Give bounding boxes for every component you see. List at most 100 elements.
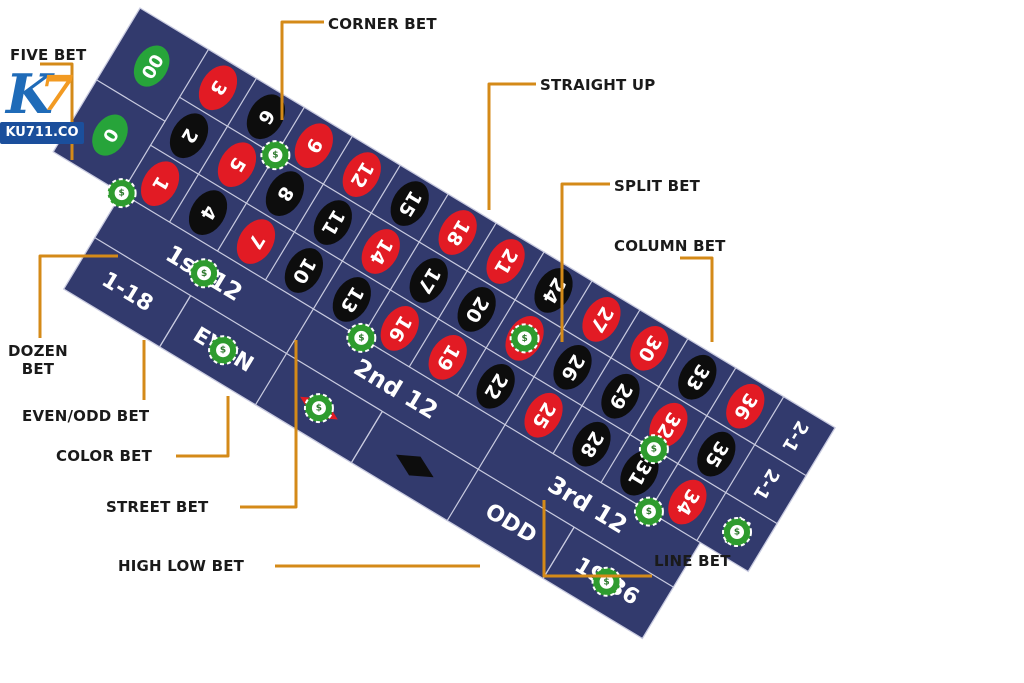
callout-line-bet xyxy=(542,500,652,578)
chip-five-bet-center xyxy=(114,186,129,201)
label-dozen-bet: DOZEN BET xyxy=(8,342,68,378)
number-pocket-15 xyxy=(390,181,429,226)
number-grid-line xyxy=(312,164,401,310)
outside-divider xyxy=(159,295,192,348)
chip-color-bet-center xyxy=(311,401,326,416)
logo-letter-k: K xyxy=(6,62,53,126)
label-dozen-bet-line2: BET xyxy=(21,360,55,378)
number-grid-line xyxy=(264,135,353,281)
zero-pocket-double-zero xyxy=(133,45,170,87)
label-even-odd-bet: EVEN/ODD BET xyxy=(22,407,150,425)
number-grid-line xyxy=(600,338,689,483)
number-grid-line xyxy=(648,367,737,512)
zero-divider xyxy=(121,49,209,194)
chip-street-bet-symbol: $ xyxy=(358,333,364,343)
ku711-logo: K 7 KU711.CO xyxy=(0,62,92,150)
number-pocket-28 xyxy=(572,421,611,467)
chip-split-bet-center xyxy=(646,442,661,457)
number-row-line xyxy=(150,144,778,525)
number-pocket-9 xyxy=(294,123,333,169)
chip-column-bet-symbol: $ xyxy=(734,528,740,538)
number-pocket-12 xyxy=(342,152,381,197)
number-pocket-3 xyxy=(198,65,238,111)
number-pocket-20 xyxy=(457,287,496,332)
dozen-bottom-line xyxy=(94,237,674,588)
number-pocket-30 xyxy=(630,325,669,371)
number-pocket-27 xyxy=(582,297,621,342)
number-pocket-21 xyxy=(486,239,525,284)
chip-corner-bet-center xyxy=(268,148,283,163)
number-pocket-10 xyxy=(284,248,324,293)
number-pocket-6 xyxy=(246,94,286,140)
chip-high-low-bet-symbol: $ xyxy=(603,577,609,587)
number-pocket-18 xyxy=(438,210,477,255)
label-high-low-bet: HIGH LOW BET xyxy=(118,557,245,575)
callout-straight-up xyxy=(487,82,536,210)
label-color-bet: COLOR BET xyxy=(56,447,153,465)
label-line-bet: LINE BET xyxy=(654,552,731,570)
number-pocket-13 xyxy=(332,277,371,322)
label-straight-up: STRAIGHT UP xyxy=(540,76,656,94)
chip-line-bet-center xyxy=(641,504,656,519)
label-column-bet: COLUMN BET xyxy=(614,237,726,255)
number-pocket-26 xyxy=(553,344,592,390)
number-pocket-7 xyxy=(236,219,276,264)
number-pocket-19 xyxy=(428,334,467,380)
chip-column-bet-center xyxy=(730,525,745,540)
callout-dozen-bet xyxy=(38,254,118,338)
chip-street-bet-center xyxy=(354,330,369,345)
chip-even-bet-symbol: $ xyxy=(220,346,226,356)
chip-line-bet-symbol: $ xyxy=(646,507,652,517)
number-pocket-22 xyxy=(476,363,515,409)
number-pocket-4 xyxy=(188,190,228,235)
number-grid-line xyxy=(360,193,449,339)
dozen-top-line xyxy=(121,192,701,544)
chip-dozen-bet-center xyxy=(197,266,212,281)
number-pocket-33 xyxy=(678,354,717,400)
label-corner-bet: CORNER BET xyxy=(328,15,437,33)
chip-five-bet-symbol: $ xyxy=(119,189,125,199)
number-pocket-25 xyxy=(524,392,563,438)
logo-digit-7: 7 xyxy=(40,66,74,122)
callout-split-bet xyxy=(560,182,610,342)
roulette-layout: 0001234567891011121314151617181920212223… xyxy=(52,7,836,640)
label-five-bet: FIVE BET xyxy=(10,46,87,64)
dozen-divider xyxy=(446,424,506,521)
diamond-black xyxy=(396,454,434,478)
outside-divider xyxy=(350,411,383,464)
chip-straight-up-center xyxy=(517,331,532,346)
number-pocket-11 xyxy=(313,200,352,245)
label-split-bet: SPLIT BET xyxy=(614,177,701,195)
number-pocket-2 xyxy=(169,113,209,159)
number-grid-line xyxy=(552,309,641,454)
column-divider xyxy=(696,396,785,541)
chip-even-bet-center xyxy=(216,343,231,358)
label-street-bet: STREET BET xyxy=(106,498,209,516)
number-pocket-8 xyxy=(265,171,305,216)
zero-split-line xyxy=(96,79,166,122)
chip-corner-bet-symbol: $ xyxy=(272,151,278,161)
chip-dozen-bet-symbol: $ xyxy=(201,269,207,279)
number-grid-line xyxy=(408,222,497,368)
callout-corner-bet xyxy=(280,20,324,120)
number-pocket-1 xyxy=(140,161,180,207)
number-pocket-34 xyxy=(668,479,707,525)
chip-color-bet-symbol: $ xyxy=(316,404,322,414)
chip-high-low-bet-center xyxy=(599,574,614,589)
number-pocket-16 xyxy=(380,306,419,351)
number-grid-line xyxy=(216,106,305,252)
number-grid-line xyxy=(169,77,257,223)
number-grid-line xyxy=(504,280,593,426)
number-pocket-5 xyxy=(217,142,257,188)
logo-site-name: KU711.CO xyxy=(0,122,84,144)
callout-column-bet xyxy=(680,256,714,342)
label-dozen-bet-line1: DOZEN xyxy=(8,342,68,360)
number-grid-line xyxy=(456,251,545,397)
chip-split-bet-symbol: $ xyxy=(651,445,657,455)
callout-color-bet xyxy=(176,396,230,458)
number-pocket-14 xyxy=(361,229,400,274)
dozen-divider xyxy=(254,308,314,406)
